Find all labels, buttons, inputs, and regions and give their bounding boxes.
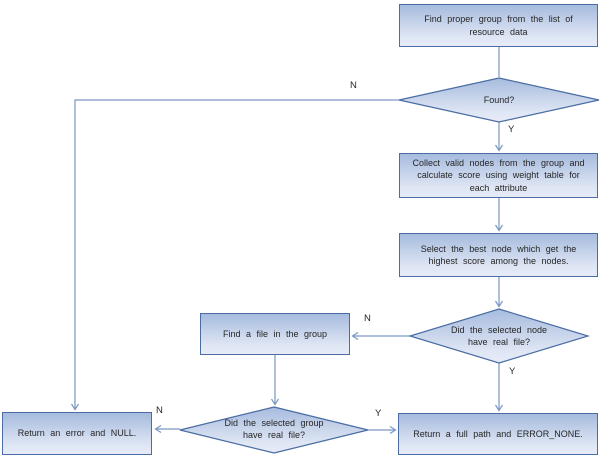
edge-label-group-yes: Y — [375, 408, 382, 419]
edge-label-found-yes: Y — [508, 124, 515, 135]
decision-node-has-file-shape — [407, 308, 591, 364]
edge-label-found-no: N — [350, 80, 357, 91]
edge-label-group-no: N — [156, 405, 163, 416]
node-find-file: Find a file in the group — [200, 313, 350, 355]
node-find-file-label: Find a file in the group — [222, 328, 328, 339]
edge-label-node-yes: Y — [509, 366, 516, 377]
node-return-full-path: Return a full path and ERROR_NONE. — [398, 413, 598, 455]
node-collect: Collect valid nodes from the group and c… — [399, 153, 598, 198]
connector-found-no — [70, 99, 399, 411]
node-select-best-label: Select the best node which get the highe… — [420, 243, 577, 266]
node-collect-label: Collect valid nodes from the group and c… — [412, 158, 585, 193]
decision-found-shape — [398, 77, 600, 123]
node-return-error: Return an error and NULL. — [2, 412, 152, 455]
node-return-error-label: Return an error and NULL. — [17, 428, 137, 439]
edge-label-node-no: N — [364, 313, 371, 324]
decision-group-has-file-shape — [179, 406, 369, 454]
node-select-best: Select the best node which get the highe… — [399, 233, 598, 277]
node-find-group-label: Find proper group from the list of resou… — [424, 14, 573, 37]
node-return-full-path-label: Return a full path and ERROR_NONE. — [413, 428, 583, 439]
node-find-group: Find proper group from the list of resou… — [399, 4, 598, 47]
